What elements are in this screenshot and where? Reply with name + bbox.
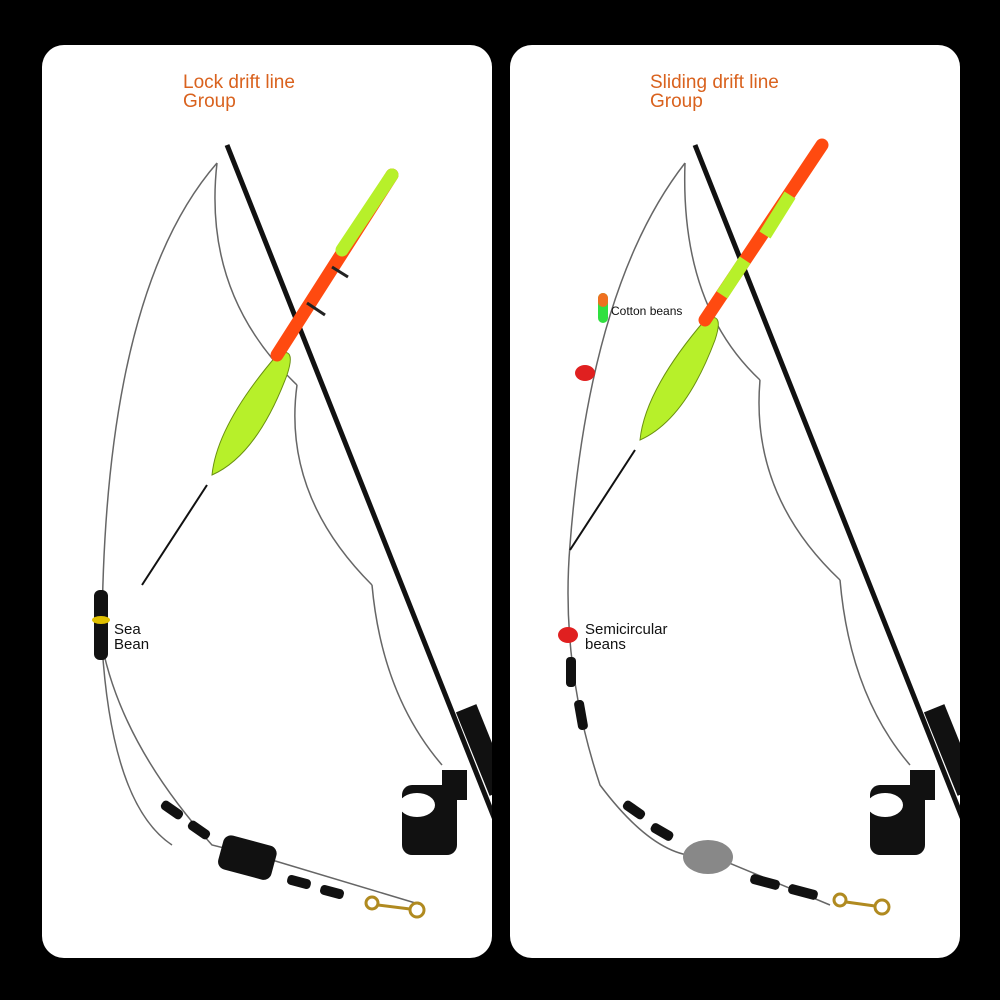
olive-sinker-icon bbox=[683, 840, 733, 874]
reel-icon bbox=[399, 770, 467, 855]
swivel-icon bbox=[832, 892, 891, 916]
float-icon bbox=[141, 168, 399, 586]
swivel-icon bbox=[364, 895, 426, 919]
semicircular-bean-icon bbox=[558, 627, 578, 643]
sea-bean-icon bbox=[94, 590, 108, 660]
reel-icon bbox=[867, 770, 935, 855]
lock-rig-illustration bbox=[92, 144, 492, 919]
float-icon bbox=[569, 138, 829, 551]
lead-sinker-icon bbox=[218, 835, 277, 880]
sliding-rig-illustration bbox=[558, 138, 960, 916]
cotton-beans-label: Cotton beans bbox=[611, 304, 683, 318]
